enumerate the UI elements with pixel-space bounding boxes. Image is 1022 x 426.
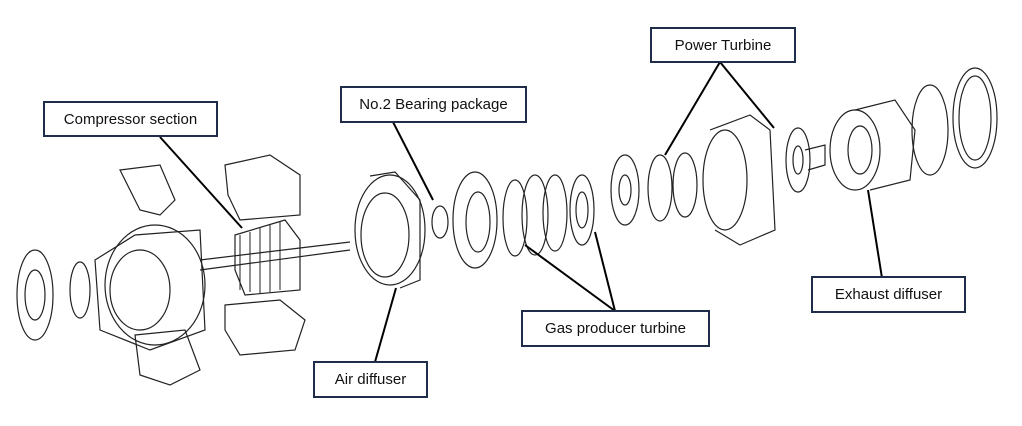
- compressor-part: [199, 154, 351, 356]
- label-power-turbine: Power Turbine: [650, 27, 796, 63]
- leader-gas-producer-2: [594, 231, 616, 312]
- leader-lines: [159, 61, 883, 363]
- label-bearing-package: No.2 Bearing package: [340, 86, 527, 123]
- gas-producer-turbine-part: [452, 171, 595, 269]
- leader-power-turbine-2: [719, 61, 775, 129]
- exhaust-diffuser-part: [829, 67, 998, 191]
- label-exhaust-diffuser: Exhaust diffuser: [811, 276, 966, 313]
- power-turbine-part: [610, 114, 826, 246]
- air-diffuser-part: [354, 171, 426, 289]
- leader-air-diffuser: [374, 287, 397, 363]
- bearing-package-part: [431, 205, 449, 239]
- label-gas-producer-turbine: Gas producer turbine: [521, 310, 710, 347]
- leader-bearing: [392, 121, 434, 201]
- leader-gas-producer-1: [524, 244, 616, 312]
- leader-compressor: [159, 136, 243, 229]
- leader-exhaust: [867, 189, 883, 279]
- front-gearbox-part: [16, 164, 206, 386]
- label-compressor-section: Compressor section: [43, 101, 218, 137]
- leader-power-turbine-1: [664, 61, 721, 156]
- label-air-diffuser: Air diffuser: [313, 361, 428, 398]
